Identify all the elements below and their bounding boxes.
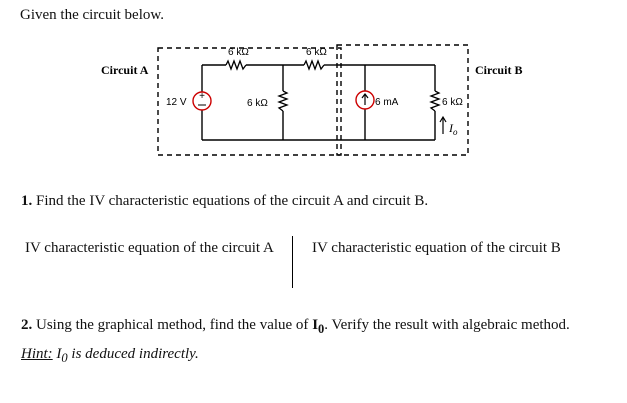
r-middle-label: 6 kΩ bbox=[247, 98, 268, 109]
question-1: 1. Find the IV characteristic equations … bbox=[21, 193, 429, 209]
circuit-a-label: Circuit A bbox=[101, 63, 149, 77]
r-top-right-label: 6 kΩ bbox=[306, 47, 327, 58]
circuit-wires bbox=[201, 64, 436, 141]
circuit-b-boundary bbox=[336, 44, 469, 156]
hint-text: Hint: I0 is deduced indirectly. bbox=[21, 346, 199, 365]
resistor-top-right bbox=[303, 59, 325, 71]
resistor-top-left bbox=[225, 59, 247, 71]
voltage-label: 12 V bbox=[166, 97, 187, 108]
circuit-a-boundary bbox=[157, 47, 342, 156]
question-2: 2. Using the graphical method, find the … bbox=[21, 317, 570, 336]
resistor-symbols bbox=[225, 59, 441, 112]
io-label: Io bbox=[448, 121, 458, 137]
circuit-b-label: Circuit B bbox=[475, 63, 522, 77]
intro-text: Given the circuit below. bbox=[20, 7, 164, 23]
iv-heading-b: IV characteristic equation of the circui… bbox=[312, 240, 561, 256]
voltage-source-icon bbox=[192, 91, 212, 111]
r-top-left-label: 6 kΩ bbox=[228, 47, 249, 58]
resistor-right bbox=[429, 90, 441, 112]
r-right-label: 6 kΩ bbox=[442, 97, 463, 108]
iv-heading-a: IV characteristic equation of the circui… bbox=[25, 240, 274, 256]
column-divider bbox=[292, 236, 293, 288]
resistor-middle bbox=[277, 90, 289, 112]
current-source-label: 6 mA bbox=[375, 97, 399, 108]
source-plus: + bbox=[199, 91, 205, 102]
